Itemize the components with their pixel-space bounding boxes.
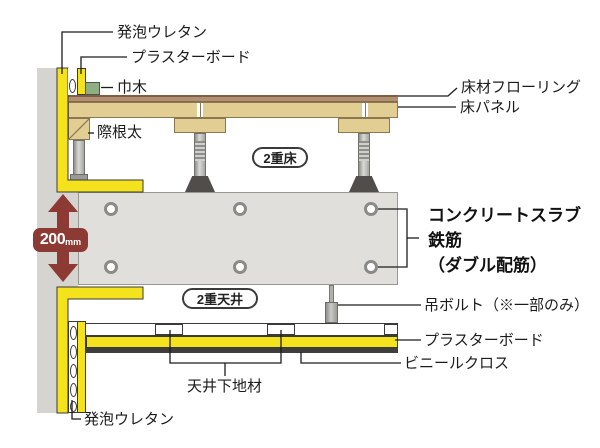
label-flooring: 床材フローリング: [461, 80, 582, 96]
rebar-dot: [233, 260, 247, 274]
label-double-rebar: （ダブル配筋）: [428, 256, 547, 275]
label-floor-panel: 床パネル: [460, 100, 521, 116]
leader-flooring: [398, 87, 458, 97]
furring-hole: [69, 345, 77, 359]
leg-rubber-foot: [185, 176, 215, 192]
ceiling-base-band: [86, 323, 398, 336]
panel-seam: [362, 103, 368, 117]
vinyl-cloth-layer: [86, 348, 398, 353]
double-ceiling-label: 2重天井: [196, 292, 244, 307]
furring-hole: [69, 326, 77, 340]
label-urethane-bottom: 発泡ウレタン: [84, 412, 175, 428]
label-vinyl-cloth: ビニールクロス: [404, 356, 510, 372]
hanging-bolt-rod: [329, 285, 334, 303]
leader-plasterboard-top: [80, 56, 127, 74]
floor-support-leg: [194, 133, 206, 178]
support-block: [174, 118, 226, 133]
support-block: [338, 118, 390, 133]
leg-rubber-foot: [349, 176, 379, 192]
dimension-value: 200: [39, 231, 66, 248]
ceiling-clip: [155, 324, 183, 335]
rebar-dot: [233, 202, 247, 216]
rebar-dot: [364, 260, 378, 274]
capsule-double-floor: 2重床: [252, 147, 308, 168]
floor-support-leg: [358, 133, 370, 178]
ceiling-plasterboard: [86, 336, 398, 348]
ceiling-clip: [267, 324, 295, 335]
furring-hole: [69, 79, 76, 93]
rebar-dot: [104, 202, 118, 216]
furring-hole: [69, 401, 77, 412]
furring-hole: [69, 364, 77, 378]
label-ceiling-base: 天井下地材: [187, 379, 263, 395]
hanging-bolt-block: [325, 302, 338, 323]
flooring-layer: [68, 95, 398, 102]
label-edge-joist: 際根太: [97, 125, 143, 141]
leader-vinyl-cloth: [300, 352, 401, 364]
label-hanging-bolt: 吊ボルト（※一部のみ）: [424, 298, 590, 314]
capsule-double-ceiling: 2重天井: [182, 288, 258, 309]
dimension-unit: mm: [65, 237, 82, 247]
edge-joist-leg: [73, 140, 85, 176]
edge-joist-block: [68, 118, 90, 140]
wall-plasterboard-lower: [77, 321, 86, 413]
floor-panel-layer: [68, 102, 398, 118]
furring-hole: [69, 383, 77, 397]
label-rebar: 鉄筋: [428, 231, 462, 250]
label-plasterboard-bottom: プラスターボード: [424, 333, 544, 349]
label-plasterboard-top: プラスターボード: [131, 50, 251, 66]
rebar-dot: [104, 260, 118, 274]
label-concrete-slab: コンクリートスラブ: [428, 206, 581, 225]
wall-cavity-lower: [68, 299, 78, 322]
rebar-dot: [364, 202, 378, 216]
label-urethane-top: 発泡ウレタン: [117, 25, 208, 41]
baseboard-block: [85, 82, 100, 95]
double-floor-label: 2重床: [263, 151, 297, 166]
edge-joist-foot: [70, 174, 88, 181]
label-baseboard: 巾木: [117, 80, 148, 96]
panel-seam: [197, 103, 203, 117]
ceiling-clip: [384, 324, 398, 335]
